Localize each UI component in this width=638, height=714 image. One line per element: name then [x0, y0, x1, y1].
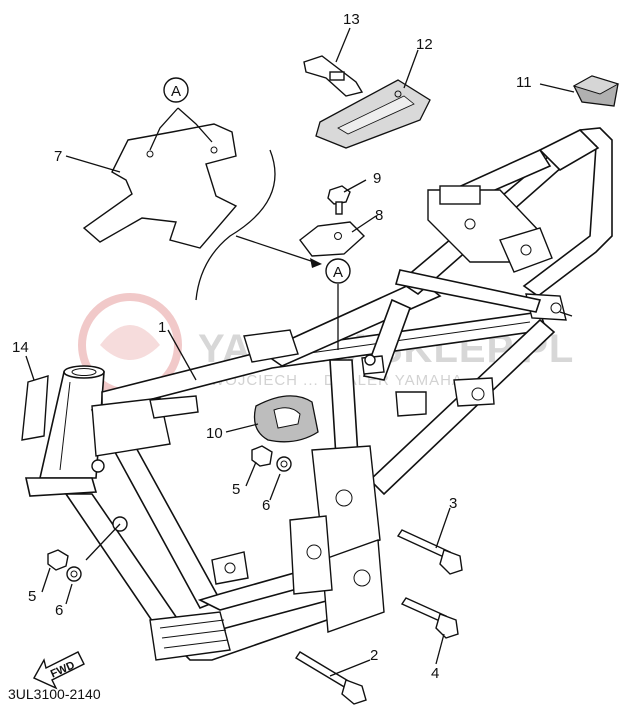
part-label-5-upper: 5	[232, 481, 240, 498]
bolt-3-drawing	[396, 529, 463, 575]
bolt-4-drawing	[400, 597, 459, 639]
diagram-code: 3UL3100-2140	[8, 686, 101, 702]
damper-10-drawing	[253, 395, 319, 443]
part-label-13: 13	[343, 11, 360, 28]
nut-5-lower-drawing	[47, 549, 69, 571]
leader-lines	[25, 27, 575, 677]
part-label-12: 12	[416, 36, 433, 53]
bolt-9-drawing	[327, 185, 351, 215]
bolt-2-drawing	[295, 651, 367, 705]
washer-6-upper-drawing	[276, 456, 292, 472]
part-label-4: 4	[431, 665, 439, 682]
part-label-2: 2	[370, 647, 378, 664]
part-label-8: 8	[375, 207, 383, 224]
main-frame-drawing	[25, 127, 613, 661]
part-label-7: 7	[54, 148, 62, 165]
part-label-5-lower: 5	[28, 588, 36, 605]
bracket-8-drawing	[299, 221, 366, 257]
fwd-label: FWD	[49, 659, 77, 680]
strap-13-drawing	[303, 55, 364, 97]
decal-14-drawing	[21, 375, 49, 441]
washer-6-lower-drawing	[66, 566, 82, 582]
part-label-14: 14	[12, 339, 29, 356]
nut-5-upper-drawing	[251, 445, 273, 467]
part-label-9: 9	[373, 170, 381, 187]
callout-a-upper: A	[163, 77, 189, 103]
fwd-arrow: FWD	[33, 651, 85, 690]
callout-a-lower: A	[325, 258, 351, 350]
part-label-3: 3	[449, 495, 457, 512]
part-label-11: 11	[516, 74, 532, 91]
pad-11-drawing	[572, 75, 620, 107]
callout-a-lower-text: A	[333, 264, 343, 281]
cover-plate-drawing	[82, 107, 322, 301]
part-label-6-lower: 6	[55, 602, 63, 619]
part-label-6-upper: 6	[262, 497, 270, 514]
callout-a-upper-text: A	[171, 83, 181, 100]
part-label-1: 1	[158, 319, 166, 336]
part-label-10: 10	[206, 425, 223, 442]
pouch-12-drawing	[315, 79, 431, 149]
